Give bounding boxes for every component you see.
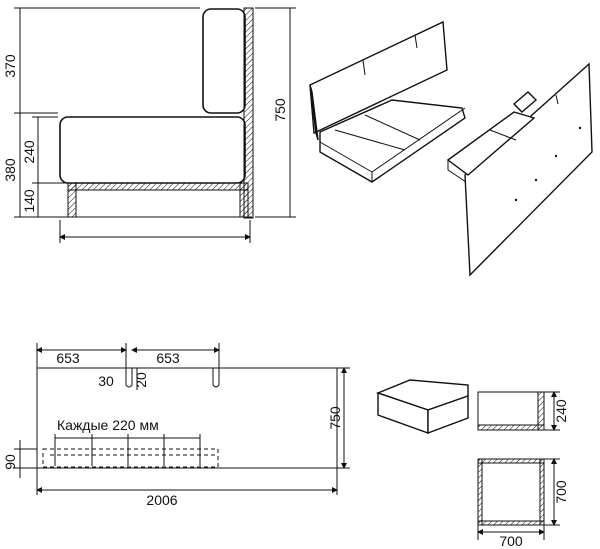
iso-right-panel bbox=[464, 62, 593, 277]
iso-left-box bbox=[319, 99, 466, 183]
dim-strip-height: 90 bbox=[2, 454, 18, 470]
dim-seat-total: 380 bbox=[2, 158, 18, 182]
panel-strip bbox=[42, 448, 219, 468]
dim-seat-base: 140 bbox=[21, 189, 37, 213]
seat-cushion bbox=[59, 116, 246, 184]
spacing-ticks bbox=[54, 434, 201, 466]
dim-box-width: 700 bbox=[499, 533, 523, 549]
iso-side-panel-left bbox=[309, 84, 319, 141]
iso-back-panel-left bbox=[309, 20, 448, 135]
dim-right-segment: 653 bbox=[156, 350, 180, 366]
side-view: 370 380 240 140 750 bbox=[2, 7, 296, 243]
dim-box-depth: 700 bbox=[553, 480, 569, 504]
box-views: 240 700 700 bbox=[375, 379, 569, 549]
iso-right-box bbox=[446, 111, 536, 176]
dim-left-segment: 653 bbox=[56, 350, 80, 366]
isometric-view bbox=[309, 20, 593, 277]
seat-frame-left bbox=[67, 182, 77, 218]
back-panel bbox=[243, 7, 254, 219]
note-spacing: Каждые 220 мм bbox=[57, 417, 159, 433]
dim-total-length: 2006 bbox=[146, 492, 177, 508]
box-section bbox=[477, 391, 545, 431]
dim-panel-height: 750 bbox=[327, 406, 343, 430]
front-panel bbox=[36, 367, 338, 469]
seat-frame-right bbox=[239, 182, 249, 218]
box-plan bbox=[477, 458, 545, 526]
dim-seat-cushion: 240 bbox=[21, 140, 37, 164]
dim-height: 750 bbox=[272, 98, 288, 122]
dim-slot-width: 30 bbox=[98, 373, 114, 389]
front-panel-view: 653 653 30 20 Каждые 220 мм 90 750 200 bbox=[2, 343, 350, 508]
iso-box bbox=[375, 379, 469, 435]
seat-frame-top bbox=[67, 182, 249, 191]
dim-back-upper: 370 bbox=[2, 54, 18, 78]
dim-slot-depth: 20 bbox=[133, 372, 149, 388]
dim-box-height: 240 bbox=[553, 399, 569, 423]
back-cushion bbox=[202, 8, 246, 114]
